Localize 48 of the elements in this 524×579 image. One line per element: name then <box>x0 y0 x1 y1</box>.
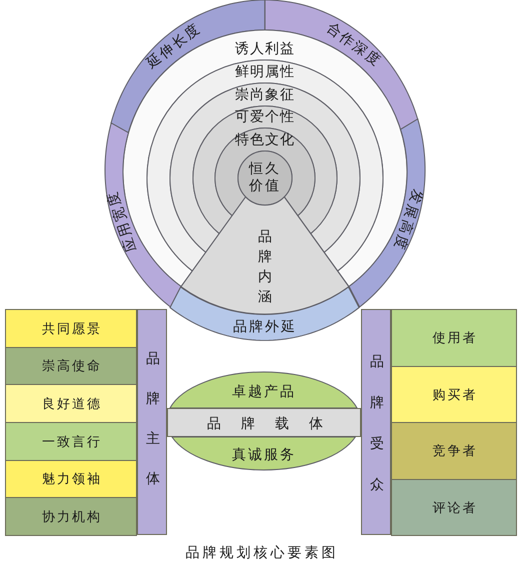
ring-segment <box>105 123 182 308</box>
list-row <box>5 497 137 536</box>
layer-label: 恒久价值 <box>248 161 282 195</box>
row-label: 竞争者 <box>432 444 478 460</box>
bar-label: 品牌受众 <box>370 353 384 495</box>
list-row <box>5 460 137 498</box>
row-label: 评论者 <box>432 500 478 516</box>
row-label: 共同愿景 <box>42 322 102 338</box>
row-label: 协力机构 <box>42 510 102 526</box>
row-label: 魅力领袖 <box>42 472 102 488</box>
row-label: 崇高使命 <box>42 359 102 375</box>
list-row <box>5 384 137 423</box>
layer-label: 诱人利益 <box>235 41 295 57</box>
list-row <box>391 366 517 423</box>
row-label: 购买者 <box>432 388 478 404</box>
center-circle <box>238 151 292 205</box>
ring-label: 延伸长度 <box>144 20 204 72</box>
ring-segment <box>170 286 360 340</box>
layer-label: 鲜明属性 <box>235 64 295 80</box>
list-row <box>391 422 517 480</box>
ring-segment <box>265 0 418 130</box>
list-row <box>5 309 137 348</box>
wedge-label: 品牌内涵 <box>258 228 272 307</box>
layer-label: 特色文化 <box>235 132 295 148</box>
ring-segment <box>348 119 425 308</box>
ring-segment <box>111 0 265 133</box>
triangle-wedge <box>181 196 349 314</box>
caption: 品牌规划核心要素图 <box>186 545 338 561</box>
row-label: 良好道德 <box>42 396 102 412</box>
list-row <box>391 479 517 536</box>
list-row <box>5 422 137 461</box>
bar-label: 品牌主体 <box>146 350 160 489</box>
ellipse-label: 卓越产品 <box>232 384 296 400</box>
layer-label: 可爱个性 <box>235 109 295 125</box>
ring-label: 品牌外延 <box>232 318 297 335</box>
ring-label: 应用宽度 <box>104 188 140 254</box>
vertical-bar <box>361 309 391 535</box>
band-label: 品牌载体 <box>207 416 323 432</box>
center-band <box>167 408 361 437</box>
list-row <box>391 309 517 367</box>
ellipse-label: 真诚服务 <box>232 447 296 463</box>
list-row <box>5 347 137 385</box>
row-label: 一致言行 <box>42 434 102 450</box>
vertical-bar <box>137 309 167 535</box>
row-label: 使用者 <box>432 331 478 347</box>
ring-label: 合作深度 <box>324 20 385 71</box>
ring-label: 发展高度 <box>390 186 426 253</box>
layer-label: 崇尚象征 <box>235 86 295 102</box>
